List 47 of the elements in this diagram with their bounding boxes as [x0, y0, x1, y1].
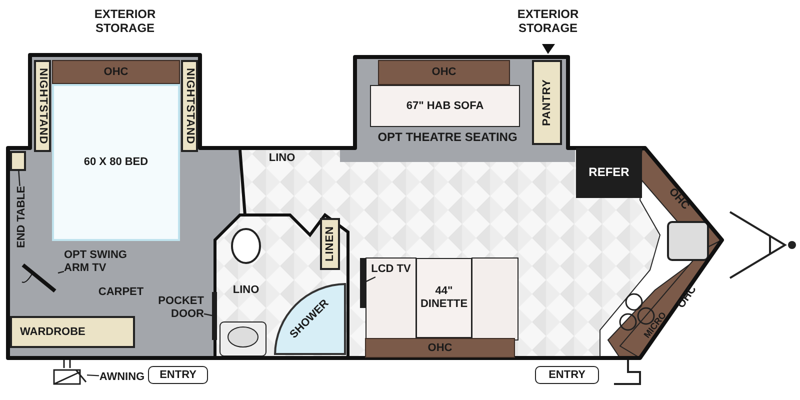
cabinet-label: OHC	[428, 342, 452, 354]
appliance-label: REFER	[588, 166, 630, 180]
leader-line	[18, 170, 20, 186]
storage-cabinet	[52, 60, 180, 84]
cabinet-label: OHC	[432, 66, 456, 79]
entry-label: ENTRY	[160, 368, 196, 382]
sofa	[370, 85, 520, 127]
bed-label: 60 X 80 BED	[84, 156, 148, 169]
callout-label: LCD TV	[370, 262, 412, 277]
storage-cabinet	[365, 338, 515, 358]
area-label: OPT THEATRE SEATING	[376, 130, 518, 146]
floor-label: CARPET	[97, 284, 145, 300]
storage-cabinet	[378, 60, 510, 85]
pantry-cabinet	[532, 60, 562, 145]
leader-line	[366, 276, 376, 282]
end-table	[10, 151, 26, 171]
furniture-label: NIGHTSTAND	[36, 68, 49, 144]
floor-label: LINO	[268, 150, 296, 166]
callout-label: END TABLE	[14, 186, 30, 248]
linen-cabinet	[320, 218, 340, 270]
leader-line	[86, 374, 100, 376]
entry-label: ENTRY	[548, 368, 586, 382]
nightstand	[34, 60, 51, 152]
callout-label: AWNING	[99, 368, 145, 386]
annotation-label: EXTERIOR STORAGE	[93, 6, 157, 37]
tv-screen	[360, 258, 366, 308]
leader-line	[58, 270, 64, 274]
furniture-label: NIGHTSTAND	[183, 68, 196, 144]
furniture-label: 67" HAB SOFA	[406, 100, 484, 112]
furniture-label: LINEN	[324, 226, 336, 262]
annotation-label: EXTERIOR STORAGE	[516, 6, 580, 37]
floor-label: LINO	[232, 282, 260, 298]
nightstand	[181, 60, 198, 152]
bed	[52, 84, 180, 241]
furniture-label: WARDROBE	[20, 326, 86, 338]
cabinet-label: OHC	[104, 66, 128, 78]
pocket-door	[212, 292, 217, 340]
refrigerator	[576, 148, 642, 198]
leader-line	[204, 313, 212, 316]
callout-label: OPT SWING ARM TV	[64, 243, 136, 281]
wardrobe	[10, 316, 135, 348]
furniture-label: 44" DINETTE	[419, 285, 469, 311]
callout-label: POCKET DOOR	[146, 290, 204, 326]
entry-door-marker	[535, 366, 599, 384]
dinette-table	[416, 258, 472, 338]
entry-door-marker	[148, 366, 208, 384]
furniture-label: PANTRY	[540, 79, 554, 126]
